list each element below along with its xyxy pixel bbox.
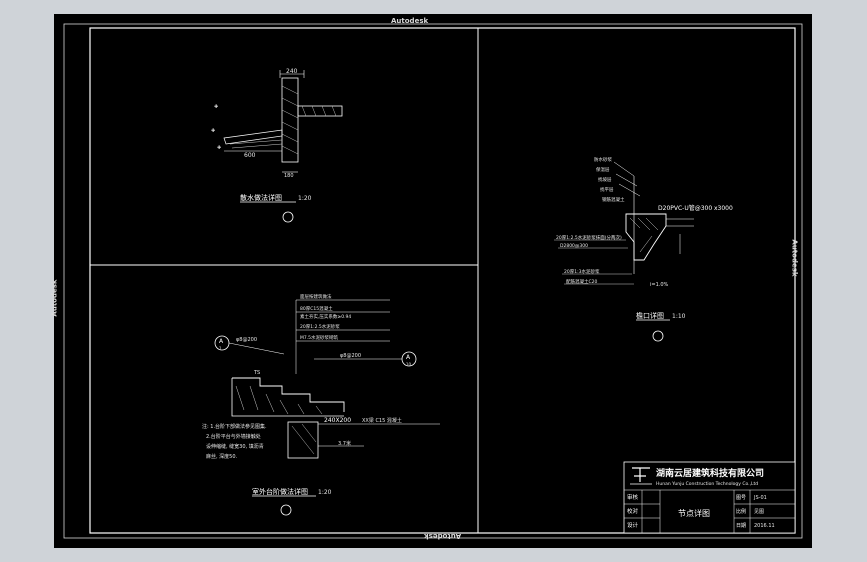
detail-number-circle bbox=[282, 211, 294, 223]
cad-drawing-canvas[interactable]: Autodesk Autodesk Autodesk Autodesk 240 … bbox=[50, 14, 812, 548]
svg-text:JS-01: JS-01 bbox=[753, 495, 767, 501]
svg-text:日期: 日期 bbox=[736, 523, 746, 529]
svg-text:20厚1:2.5水泥砂浆抹面(分两次): 20厚1:2.5水泥砂浆抹面(分两次) bbox=[556, 234, 622, 241]
svg-text:设计: 设计 bbox=[627, 521, 639, 529]
svg-text:3.7米: 3.7米 bbox=[338, 440, 351, 447]
svg-text:2.台阶平台与外墙接触处: 2.台阶平台与外墙接触处 bbox=[206, 433, 261, 440]
title-block: 湖南云居建筑科技有限公司 Hunan Yunju Construction Te… bbox=[623, 461, 796, 534]
detail-eave: 防水砂浆 保温层 找坡层 找平层 钢筋混凝土 D20PVC-U管@300 x30… bbox=[554, 156, 733, 342]
svg-text:2016.11: 2016.11 bbox=[754, 523, 775, 529]
svg-text:设伸缩缝, 缝宽30, 填沥青: 设伸缩缝, 缝宽30, 填沥青 bbox=[206, 443, 264, 450]
svg-text:配筋混凝土C20: 配筋混凝土C20 bbox=[566, 278, 598, 285]
svg-text:校对: 校对 bbox=[627, 507, 639, 515]
scale-steps: 1:20 bbox=[318, 489, 332, 496]
svg-text:见图: 见图 bbox=[754, 509, 764, 515]
svg-text:1: 1 bbox=[219, 346, 222, 351]
slope-note: i=1.0% bbox=[650, 282, 669, 288]
scale-eave: 1:10 bbox=[672, 313, 686, 320]
company-logo bbox=[630, 467, 652, 485]
sheet-inner-border bbox=[89, 27, 796, 534]
dim-bottom: 180 bbox=[284, 173, 294, 179]
svg-text:图号: 图号 bbox=[736, 495, 746, 501]
svg-text:XX梁 C15 混凝土: XX梁 C15 混凝土 bbox=[362, 417, 402, 424]
wall-section bbox=[281, 77, 299, 163]
svg-text:✚: ✚ bbox=[214, 104, 218, 110]
svg-text:找坡层: 找坡层 bbox=[598, 176, 612, 183]
caption-apron: 散水做法详图 bbox=[240, 193, 282, 202]
watermark-left: Autodesk bbox=[50, 279, 59, 317]
svg-text:注: 1.台阶下部做法参见图集.: 注: 1.台阶下部做法参见图集. bbox=[202, 423, 267, 430]
svg-text:TS: TS bbox=[253, 370, 260, 376]
watermark-bottom: Autodesk bbox=[424, 532, 462, 540]
beam-size: 240X200 bbox=[324, 417, 351, 424]
svg-text:80厚C15混凝土: 80厚C15混凝土 bbox=[300, 305, 333, 312]
pipe-note: D20PVC-U管@300 bbox=[658, 204, 712, 212]
svg-text:钢筋混凝土: 钢筋混凝土 bbox=[602, 196, 625, 203]
svg-text:审核: 审核 bbox=[627, 493, 639, 501]
detail-steps: 面层按建筑做法 80厚C15混凝土 素土夯实,压实系数≥0.94 20厚1:2.… bbox=[202, 293, 440, 516]
dim-top: 240 bbox=[286, 68, 298, 75]
detail-apron: 240 ✚ ✚ ✚ 600 180 散水做法详图 1:20 bbox=[211, 68, 343, 223]
drawing-sheet: 240 ✚ ✚ ✚ 600 180 散水做法详图 1:20 防 bbox=[63, 23, 803, 539]
company-name: 湖南云居建筑科技有限公司 bbox=[656, 467, 764, 479]
svg-text:✚: ✚ bbox=[217, 145, 221, 151]
svg-text:面层按建筑做法: 面层按建筑做法 bbox=[300, 293, 332, 300]
svg-text:素土夯实,压实系数≥0.94: 素土夯实,压实系数≥0.94 bbox=[300, 313, 351, 320]
svg-text:✚: ✚ bbox=[211, 128, 215, 134]
watermark-right: Autodesk bbox=[790, 239, 799, 277]
svg-text:麻丝, 深度50.: 麻丝, 深度50. bbox=[206, 453, 238, 460]
dim-width: 600 bbox=[244, 152, 256, 159]
svg-text:比例: 比例 bbox=[736, 508, 746, 515]
caption-eave: 檐口详图 bbox=[636, 311, 664, 320]
sheet-outer-border bbox=[63, 23, 803, 539]
svg-text:x3000: x3000 bbox=[714, 205, 733, 212]
svg-text:A: A bbox=[406, 354, 411, 361]
scale-apron: 1:20 bbox=[298, 195, 312, 202]
svg-text:找平层: 找平层 bbox=[600, 186, 614, 193]
watermark-top: Autodesk bbox=[391, 17, 429, 25]
svg-text:φ8@200: φ8@200 bbox=[340, 353, 361, 359]
svg-text:20厚1:3水泥砂浆: 20厚1:3水泥砂浆 bbox=[564, 268, 600, 275]
svg-text:防水砂浆: 防水砂浆 bbox=[594, 156, 612, 163]
drawing-title: 节点详图 bbox=[678, 508, 710, 518]
company-name-en: Hunan Yunju Construction Technology Co.,… bbox=[656, 481, 758, 487]
svg-text:20厚1:2.5水泥砂浆: 20厚1:2.5水泥砂浆 bbox=[300, 323, 340, 330]
svg-text:保温层: 保温层 bbox=[596, 166, 610, 173]
caption-steps: 室外台阶做法详图 bbox=[252, 487, 308, 496]
svg-text:φ8@200: φ8@200 bbox=[236, 337, 257, 343]
svg-text:A: A bbox=[219, 338, 224, 345]
svg-text:10: 10 bbox=[406, 362, 412, 367]
svg-text:D2800@300: D2800@300 bbox=[560, 243, 588, 249]
svg-text:M7.5水泥砂浆砌筑: M7.5水泥砂浆砌筑 bbox=[300, 334, 339, 341]
